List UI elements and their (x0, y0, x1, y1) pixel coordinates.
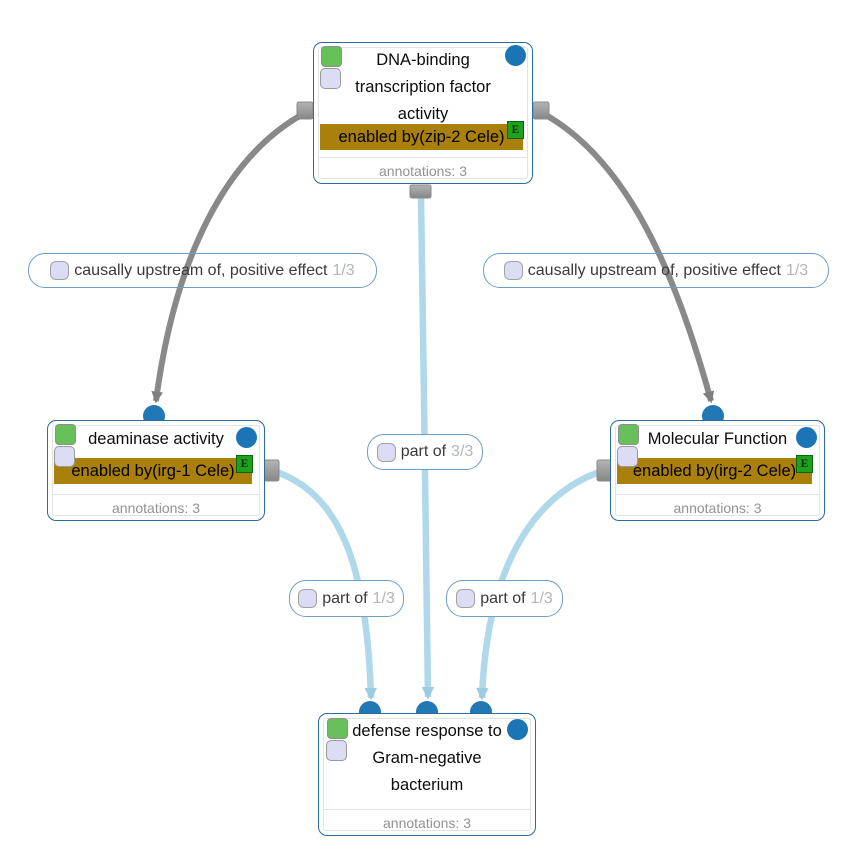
node-title-line: activity (397, 105, 449, 123)
relation-label: causally upstream of, positive effect (74, 261, 328, 279)
enabled-by-text: enabled by(zip-2 Cele) (338, 128, 505, 146)
edge-label-part-of-right[interactable]: part of 1/3 (446, 580, 563, 617)
molecular-function-badge-icon (55, 424, 76, 445)
edge-label-part-of-left[interactable]: part of 1/3 (289, 580, 404, 617)
relation-label: part of (400, 443, 447, 460)
node-title: deaminase activity (48, 426, 264, 453)
activity-node-defense-response[interactable]: defense response to Gram-negative bacter… (318, 713, 536, 836)
molecular-function-badge-icon (327, 718, 348, 739)
relation-evidence-count: 1/3 (785, 261, 809, 279)
activity-node-molecular-function[interactable]: Molecular Function enabled by(irg-2 Cele… (610, 420, 825, 521)
node-title: DNA-binding transcription factor activit… (314, 47, 532, 128)
node-title-line: bacterium (390, 776, 464, 794)
node-status-circle-icon (236, 427, 257, 448)
edge-label-part-of-mid[interactable]: part of 3/3 (367, 434, 483, 470)
relation-badge-icon (376, 442, 396, 462)
annotations-count: annotations: 3 (324, 809, 530, 831)
node-title-line: deaminase activity (88, 430, 224, 448)
evidence-badge: E (796, 455, 813, 473)
port-top-node-right[interactable] (532, 101, 550, 120)
edge-label-causally-upstream-left[interactable]: causally upstream of, positive effect 1/… (28, 253, 377, 288)
node-status-circle-icon (796, 427, 817, 448)
node-status-circle-icon (507, 719, 528, 740)
annotations-count: annotations: 3 (616, 494, 819, 516)
enabled-by-text: enabled by(irg-2 Cele) (632, 462, 797, 480)
edge-part-of-left[interactable] (272, 467, 377, 701)
edge-causal-left[interactable] (151, 111, 305, 404)
relation-evidence-count: 1/3 (332, 261, 355, 279)
node-title-line: Gram-negative (372, 749, 482, 767)
node-title: defense response to Gram-negative bacter… (319, 718, 535, 799)
relation-label: part of (480, 589, 526, 607)
annotations-count: annotations: 3 (319, 157, 527, 179)
port-left-node[interactable] (263, 459, 280, 482)
enabled-by-bar[interactable]: enabled by(zip-2 Cele) E (320, 121, 524, 150)
activity-node-deaminase[interactable]: deaminase activity enabled by(irg-1 Cele… (47, 420, 265, 521)
evidence-badge: E (236, 455, 253, 473)
relation-label: causally upstream of, positive effect (527, 261, 781, 279)
relation-evidence-count: 3/3 (451, 443, 474, 460)
port-top-node-bottom[interactable] (409, 184, 432, 199)
relation-badge-icon (50, 261, 70, 280)
molecular-function-badge-icon (321, 46, 342, 67)
enabled-by-bar[interactable]: enabled by(irg-2 Cele) E (617, 455, 813, 484)
node-title-line: transcription factor (355, 78, 491, 96)
port-top-node-left[interactable] (296, 101, 314, 120)
edge-part-of-right[interactable] (476, 467, 604, 701)
relation-label: part of (322, 589, 368, 607)
relation-badge-icon (503, 261, 523, 280)
context-badge-icon (320, 68, 341, 89)
context-badge-icon (326, 740, 347, 761)
molecular-function-badge-icon (618, 424, 639, 445)
relation-badge-icon (456, 589, 476, 608)
node-title-line: DNA-binding (376, 51, 470, 69)
relation-evidence-count: 1/3 (530, 589, 553, 607)
node-status-circle-icon (505, 45, 526, 66)
activity-node-dna-binding-tf[interactable]: DNA-binding transcription factor activit… (313, 42, 533, 184)
relation-badge-icon (298, 589, 318, 608)
edge-causal-right[interactable] (542, 111, 715, 404)
relation-evidence-count: 1/3 (372, 589, 395, 607)
enabled-by-bar[interactable]: enabled by(irg-1 Cele) E (54, 455, 253, 484)
context-badge-icon (54, 446, 75, 467)
annotations-count: annotations: 3 (53, 494, 259, 516)
evidence-badge: E (507, 121, 524, 139)
edge-label-causally-upstream-right[interactable]: causally upstream of, positive effect 1/… (483, 253, 829, 288)
enabled-by-text: enabled by(irg-1 Cele) (71, 462, 235, 480)
node-title-line: Molecular Function (647, 430, 788, 448)
context-badge-icon (617, 446, 638, 467)
node-title: Molecular Function (611, 426, 824, 453)
node-title-line: defense response to (352, 722, 502, 740)
